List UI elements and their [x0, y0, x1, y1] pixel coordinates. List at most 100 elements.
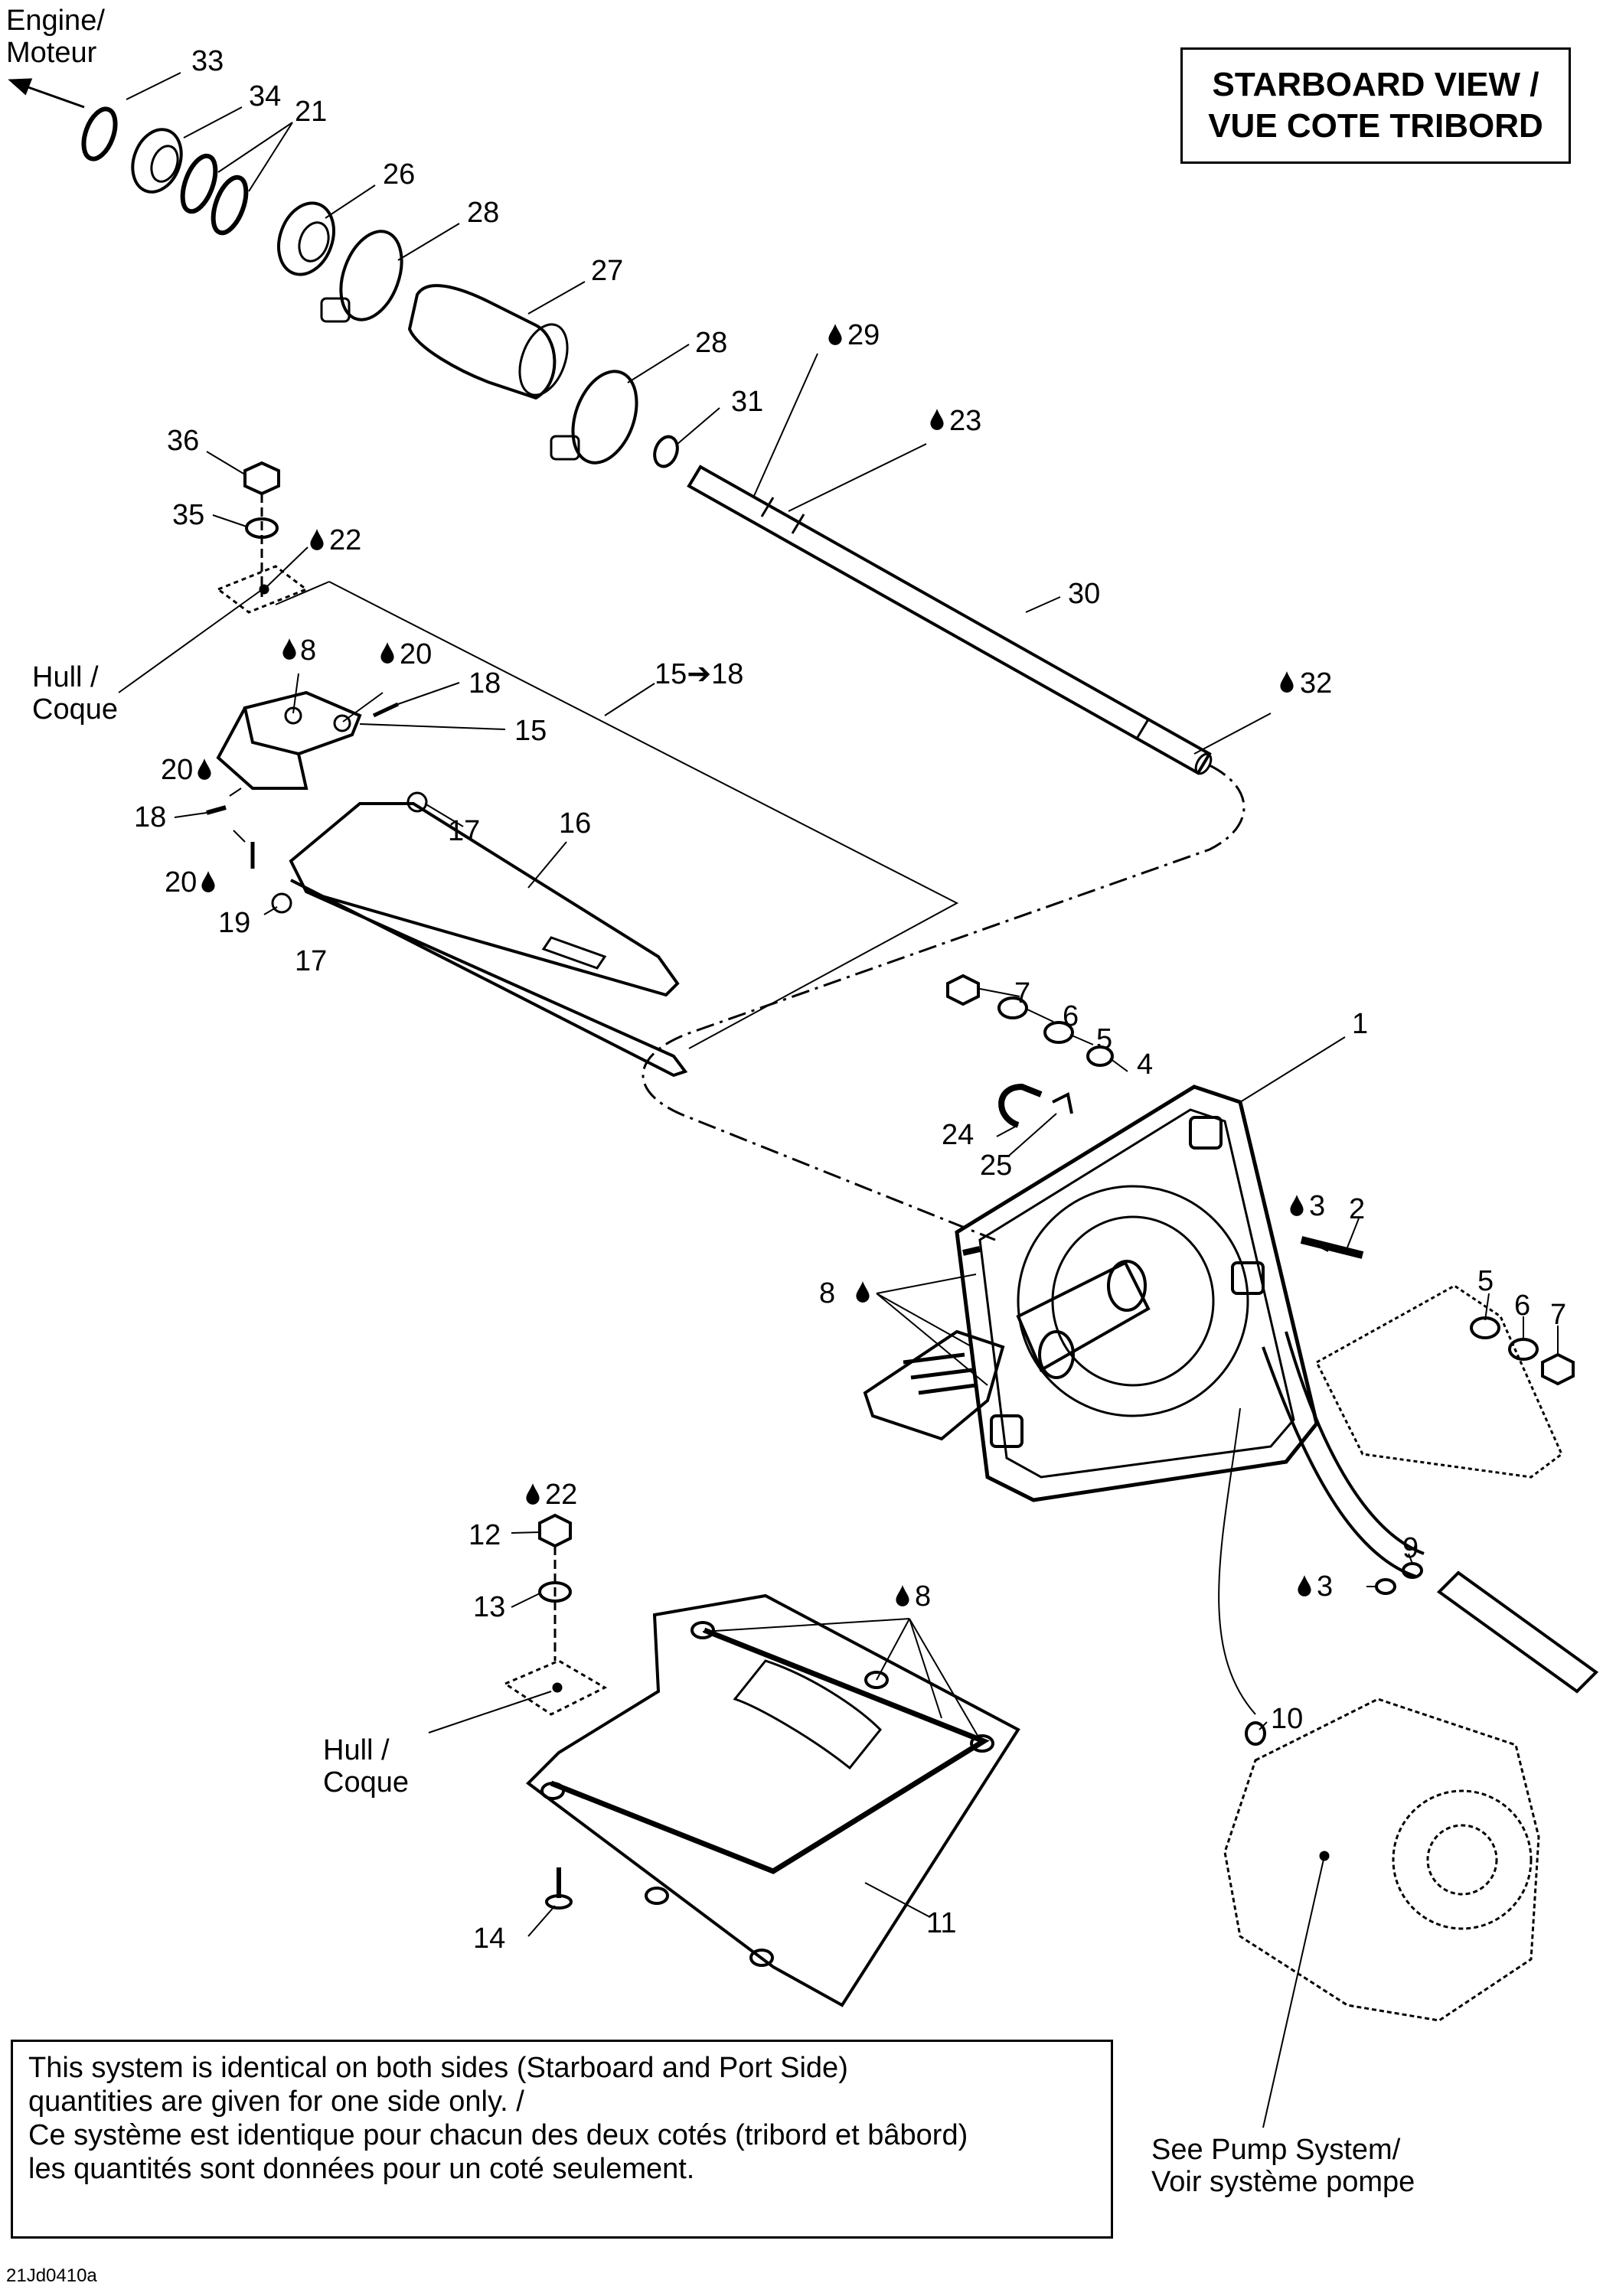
lubricant-drop-icon: [896, 1585, 909, 1606]
callout-4: 4: [1137, 1049, 1153, 1081]
callout-27: 27: [591, 255, 623, 287]
clamp-part-28-lower: [571, 370, 638, 465]
callout-8-cover: 8: [915, 1580, 931, 1613]
lubricant-drop-icon: [930, 409, 944, 430]
callout-30: 30: [1068, 578, 1100, 610]
support-part-16: [289, 802, 680, 997]
callout-5-right: 5: [1477, 1265, 1494, 1297]
callout-15: 15: [514, 715, 547, 747]
assembly-frame-15-18: [328, 581, 959, 1049]
washer-part-5-right: [1470, 1316, 1500, 1339]
callout-33: 33: [191, 45, 224, 77]
callout-7-upper: 7: [1014, 977, 1030, 1009]
callout-18-upper: 18: [468, 667, 501, 700]
callout-2: 2: [1349, 1193, 1365, 1225]
seal-part-26: [277, 201, 335, 276]
lubricant-drop-icon: [856, 1281, 870, 1303]
figure-code: 21Jd0410a: [6, 2265, 97, 2286]
callout-34: 34: [249, 80, 281, 113]
callout-10: 10: [1271, 1703, 1303, 1735]
nut-part-7-right: [1541, 1352, 1575, 1386]
identical-sides-note: This system is identical on both sides (…: [11, 2040, 1113, 2239]
washer-part-3-lower: [1375, 1578, 1396, 1595]
callout-24: 24: [942, 1119, 974, 1151]
callout-29: 29: [847, 319, 880, 351]
pump-housing-ghost: [1223, 1698, 1540, 2022]
view-title-box: STARBOARD VIEW / VUE COTE TRIBORD: [1180, 47, 1571, 164]
washer-part-4: [1086, 1045, 1114, 1067]
callout-21: 21: [295, 96, 327, 128]
callout-20-upper: 20: [400, 638, 432, 670]
lubricant-drop-icon: [201, 871, 215, 892]
boot-part-27: [407, 284, 557, 400]
lubricant-drop-icon: [526, 1483, 540, 1505]
fitting-part-24: [998, 1083, 1043, 1128]
lubricant-drop-icon: [282, 638, 296, 660]
callout-3-upper: 3: [1309, 1190, 1325, 1222]
pump-tube: [1436, 1570, 1599, 1694]
callout-35: 35: [172, 499, 204, 531]
lubricant-drops: [198, 324, 1311, 1606]
lubricant-drop-icon: [380, 642, 394, 664]
grate-cover-part-11: [525, 1593, 1020, 2007]
screw-part-18-upper: [372, 702, 400, 718]
callout-9: 9: [1402, 1532, 1419, 1564]
lubricant-drop-icon: [310, 529, 324, 550]
hull-label-bottom: Hull / Coque: [323, 1734, 409, 1799]
pump-system-reference: See Pump System/ Voir système pompe: [1151, 2134, 1415, 2198]
callout-36: 36: [167, 425, 199, 457]
hull-patch-bottom: [502, 1659, 608, 1716]
callout-19: 19: [218, 907, 250, 939]
stud-part-2: [1300, 1236, 1364, 1259]
o-ring-part-21a: [180, 153, 218, 214]
sealant-bead-11: [550, 1627, 990, 1874]
callout-12: 12: [468, 1519, 501, 1551]
shaft-centerline: [642, 764, 1246, 1241]
hose-upper: [1285, 1331, 1425, 1555]
nut-part-7-upper: [946, 974, 980, 1006]
callout-18-lower: 18: [134, 801, 166, 833]
view-title-line1: STARBOARD VIEW /: [1212, 66, 1539, 103]
washer-part-6-upper: [997, 996, 1028, 1019]
washer-part-5-upper: [1043, 1021, 1074, 1044]
nut-part-12: [538, 1513, 572, 1548]
view-title-line2: VUE COTE TRIBORD: [1208, 107, 1543, 145]
bracket-part-15: [243, 690, 362, 756]
callout-6-upper: 6: [1063, 1000, 1079, 1032]
drive-shaft-part-30: [687, 465, 1212, 775]
callout-20-lower: 20: [165, 866, 197, 899]
callout-17-upper: 17: [448, 815, 480, 847]
callout-28-lower: 28: [695, 327, 727, 359]
nut-part-36: [243, 461, 280, 496]
hull-label-top: Hull / Coque: [32, 661, 118, 726]
intake-grate: [863, 1329, 1005, 1441]
housing-part-1: [955, 1084, 1319, 1502]
lubricant-drop-icon: [1298, 1575, 1311, 1596]
callout-11: 11: [926, 1907, 956, 1939]
callout-22-upper: 22: [329, 524, 361, 556]
callout-6-right: 6: [1514, 1290, 1530, 1322]
bushing-part-31: [653, 435, 679, 468]
leader-lines: [118, 72, 1559, 1937]
screw-part-18-lower: [206, 805, 227, 815]
callout-23: 23: [949, 405, 981, 437]
engine-label: Engine/ Moteur: [6, 5, 105, 69]
hull-section-ghost: [1315, 1284, 1563, 1479]
clamp-part-28-upper: [339, 230, 403, 321]
ring-part-33: [81, 106, 118, 161]
clamp-part-10: [1245, 1721, 1266, 1746]
callout-14: 14: [473, 1923, 505, 1955]
callout-15-to-18: 15➔18: [655, 658, 743, 690]
lubricant-drop-icon: [198, 758, 211, 780]
callout-labels: 33 34 21 26 28 27 28 31 29 23 30 32 36 3…: [134, 45, 1566, 1955]
callout-3-lower: 3: [1317, 1570, 1333, 1603]
callout-32: 32: [1300, 667, 1332, 700]
nut-part-17-lower: [271, 892, 292, 914]
callout-17-lower: 17: [295, 945, 327, 977]
bushing-part-34: [131, 128, 183, 194]
clip-part-25: [1052, 1092, 1073, 1114]
callout-7-right: 7: [1550, 1299, 1566, 1331]
callout-28-upper: 28: [467, 197, 499, 229]
